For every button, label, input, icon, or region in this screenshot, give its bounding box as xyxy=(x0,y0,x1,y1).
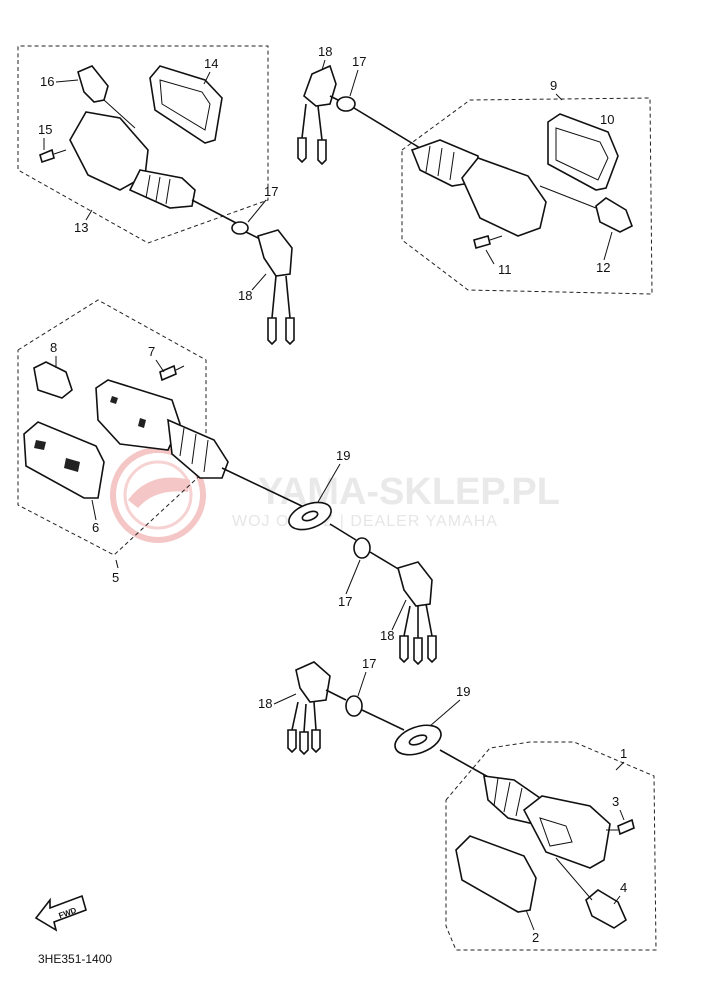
screw-7 xyxy=(159,364,177,382)
screw-15 xyxy=(39,148,55,164)
assembly-1-rear-right: 18 17 19 1 3 4 2 xyxy=(258,656,657,951)
callout-8: 8 xyxy=(50,340,57,355)
callout-19b: 19 xyxy=(456,684,470,699)
connector-18c xyxy=(397,561,433,607)
callout-18a: 18 xyxy=(238,288,252,303)
assembly-5-rear-left: 8 7 6 5 19 17 18 xyxy=(17,299,437,666)
grommet-17d xyxy=(345,695,363,717)
callout-6: 6 xyxy=(92,520,99,535)
bulb-16 xyxy=(77,65,109,103)
grommet-17b xyxy=(336,96,356,112)
bulb-4 xyxy=(585,889,628,929)
callout-17c: 17 xyxy=(338,594,352,609)
callout-10: 10 xyxy=(600,112,614,127)
watermark-subtitle: WOJ OWICZ | DEALER YAMAHA xyxy=(232,513,498,530)
connector-18d xyxy=(295,661,331,703)
assembly-9-front-right: 18 17 9 10 11 12 xyxy=(297,44,653,295)
stalk-13 xyxy=(128,169,196,209)
callout-1: 1 xyxy=(620,746,627,761)
housing-1 xyxy=(522,795,611,869)
grommet-17a xyxy=(231,221,249,235)
screw-11 xyxy=(473,235,491,249)
housing-5 xyxy=(95,379,181,451)
fwd-arrow: FWD xyxy=(34,894,87,932)
diagram-code: 3HE351-1400 xyxy=(38,952,112,966)
callout-16: 16 xyxy=(40,74,54,89)
screw-3 xyxy=(617,818,635,836)
callout-7: 7 xyxy=(148,344,155,359)
connector-18b xyxy=(303,64,337,107)
callout-17b: 17 xyxy=(352,54,366,69)
lens-10 xyxy=(547,113,619,191)
callout-12: 12 xyxy=(596,260,610,275)
watermark-logo xyxy=(110,447,206,543)
callout-17d: 17 xyxy=(362,656,376,671)
callout-9: 9 xyxy=(550,78,557,93)
callout-11: 11 xyxy=(498,262,512,277)
callout-5: 5 xyxy=(112,570,119,585)
bulb-8 xyxy=(33,361,73,399)
callout-18b: 18 xyxy=(318,44,332,59)
connector-18a xyxy=(257,229,293,277)
callout-13: 13 xyxy=(74,220,88,235)
callout-14: 14 xyxy=(204,56,218,71)
lens-14 xyxy=(149,65,223,144)
lens-6 xyxy=(23,421,105,499)
callout-2: 2 xyxy=(532,930,539,945)
housing-13 xyxy=(69,111,149,191)
grommet-17c xyxy=(353,537,371,559)
bulb-12 xyxy=(595,197,634,233)
callout-3: 3 xyxy=(612,794,619,809)
callout-18d: 18 xyxy=(258,696,272,711)
watermark: YAMA-SKLEP.PL WOJ OWICZ | DEALER YAMAHA xyxy=(110,447,560,543)
callout-18c: 18 xyxy=(380,628,394,643)
callout-17a: 17 xyxy=(264,184,278,199)
callout-15: 15 xyxy=(38,122,52,137)
housing-9 xyxy=(461,157,547,237)
lens-2 xyxy=(455,835,537,913)
callout-4: 4 xyxy=(620,880,627,895)
assembly-13-front-left: 14 16 15 13 17 18 xyxy=(17,45,295,346)
callout-19a: 19 xyxy=(336,448,350,463)
